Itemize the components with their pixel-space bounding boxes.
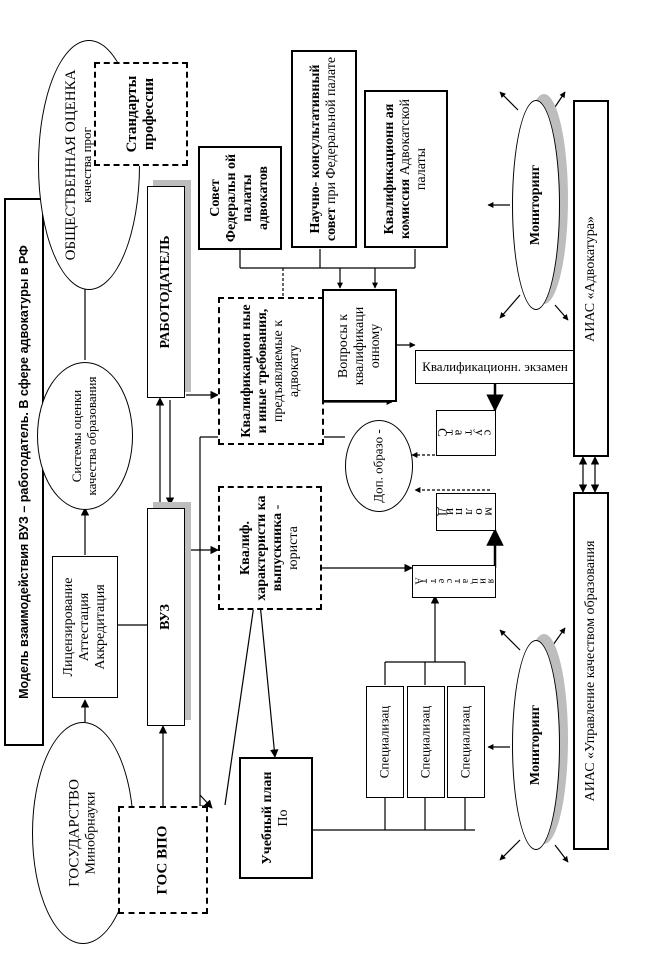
standards-label: Стандарты профессии bbox=[123, 75, 157, 153]
diplom-letters: Диплом bbox=[437, 494, 495, 530]
specializ-box-1: Специализац bbox=[366, 686, 404, 798]
kval-trebovaniya-bold: Квалификацион ные и иные требования, bbox=[238, 304, 270, 438]
diagram-title-box: Модель взаимодействия ВУЗ – работодатель… bbox=[4, 198, 44, 746]
specializ-box-2: Специализац bbox=[407, 686, 445, 798]
attestation-label: Аттестация bbox=[76, 592, 92, 662]
gosudarstvo-title: ГОСУДАРСТВО bbox=[66, 779, 83, 887]
gos-vpo-label: ГОС ВПО bbox=[154, 825, 171, 895]
obsh-otsenka-prog: прог bbox=[79, 127, 95, 153]
aias-upravlenie-label: АИАС «Управление качеством образования bbox=[582, 540, 598, 802]
voprosy-box: Вопросы к квалификаци онному bbox=[322, 289, 397, 402]
nauchno-box: Научно- консультативный совет при Федера… bbox=[291, 50, 357, 248]
vuz-box: ВУЗ bbox=[147, 508, 185, 726]
uchebny-plan-po: По bbox=[276, 809, 291, 827]
diplom-box: Диплом bbox=[436, 493, 496, 531]
voprosy-label: Вопросы к квалификаци онному bbox=[335, 306, 383, 385]
diagram-title: Модель взаимодействия ВУЗ – работодатель… bbox=[16, 245, 31, 699]
employer-box: РАБОТОДАТЕЛЬ bbox=[147, 186, 185, 398]
attestaciya-letter: я bbox=[485, 578, 496, 584]
accreditation-label: Аккредитация bbox=[93, 584, 109, 670]
sovet-label: Совет Федеральн ой палаты адвокатов bbox=[207, 153, 272, 243]
kval-trebovaniya-box: Квалификацион ные и иные требования, пре… bbox=[218, 297, 324, 445]
employer-label: РАБОТОДАТЕЛЬ bbox=[157, 235, 173, 349]
status-letter: с bbox=[481, 429, 496, 436]
monitoring-top-label: Мониторинг bbox=[527, 164, 543, 246]
obsh-otsenka-title: ОБЩЕСТВЕННАЯ ОЦЕНКА bbox=[62, 69, 79, 261]
dop-obraz-circle: Доп. образо - bbox=[345, 420, 413, 512]
monitoring-bottom-label: Мониторинг bbox=[527, 704, 543, 786]
standards-box: Стандарты профессии bbox=[94, 62, 188, 166]
systems-ellipse: Системы оценки качества образования bbox=[37, 362, 133, 510]
gos-vpo-box: ГОС ВПО bbox=[118, 806, 208, 914]
gosudarstvo-subtitle: Минобрнауки bbox=[83, 791, 99, 875]
dop-obraz-label: Доп. образо - bbox=[370, 429, 386, 503]
kval-komissiya-box: Квалификационн ая комиссия Адвокатской п… bbox=[364, 90, 448, 248]
monitoring-bottom-ellipse: Мониторинг bbox=[512, 640, 560, 850]
kval-ekzamen-box: Квалификационн. экзамен bbox=[415, 350, 575, 384]
kval-komissiya-normal: Адвокатской палаты bbox=[397, 98, 430, 191]
gosudarstvo-ellipse: ГОСУДАРСТВО Минобрнауки bbox=[32, 722, 134, 944]
monitoring-top-ellipse: Мониторинг bbox=[512, 100, 560, 310]
nauchno-normal: при Федеральной палате bbox=[324, 56, 339, 205]
specializ-label-3: Специализац bbox=[457, 705, 473, 779]
obsh-otsenka-kachestva: качества bbox=[79, 155, 95, 203]
licensing-label: Лицензирование bbox=[60, 577, 76, 677]
kval-trebovaniya-normal: предъявляемые к адвокату bbox=[271, 319, 303, 423]
specializ-box-3: Специализац bbox=[447, 686, 485, 798]
kval-harakteristika-bold: Квалиф. характеристи ка выпускника bbox=[237, 495, 285, 601]
systems-label: Системы оценки качества образования bbox=[69, 376, 99, 496]
uchebny-plan-box: Учебный план По bbox=[239, 757, 313, 879]
kval-ekzamen-label: Квалификационн. экзамен bbox=[422, 359, 568, 374]
sovet-box: Совет Федеральн ой палаты адвокатов bbox=[198, 146, 282, 250]
aias-advokatura-label: АИАС «Адвокатура» bbox=[582, 215, 598, 342]
diplom-letter: м bbox=[483, 507, 495, 515]
vuz-label: ВУЗ bbox=[157, 604, 173, 630]
specializ-label-1: Специализац bbox=[376, 705, 392, 779]
uchebny-plan-title: Учебный план bbox=[259, 771, 275, 865]
kval-harakteristika-box: Квалиф. характеристи ка выпускника - юри… bbox=[218, 486, 322, 610]
specializ-label-2: Специализац bbox=[417, 705, 433, 779]
aias-advokatura-box: АИАС «Адвокатура» bbox=[573, 100, 609, 457]
licensing-box: Лицензирование Аттестация Аккредитация bbox=[52, 556, 118, 698]
aias-upravlenie-box: АИАС «Управление качеством образования bbox=[573, 492, 609, 850]
